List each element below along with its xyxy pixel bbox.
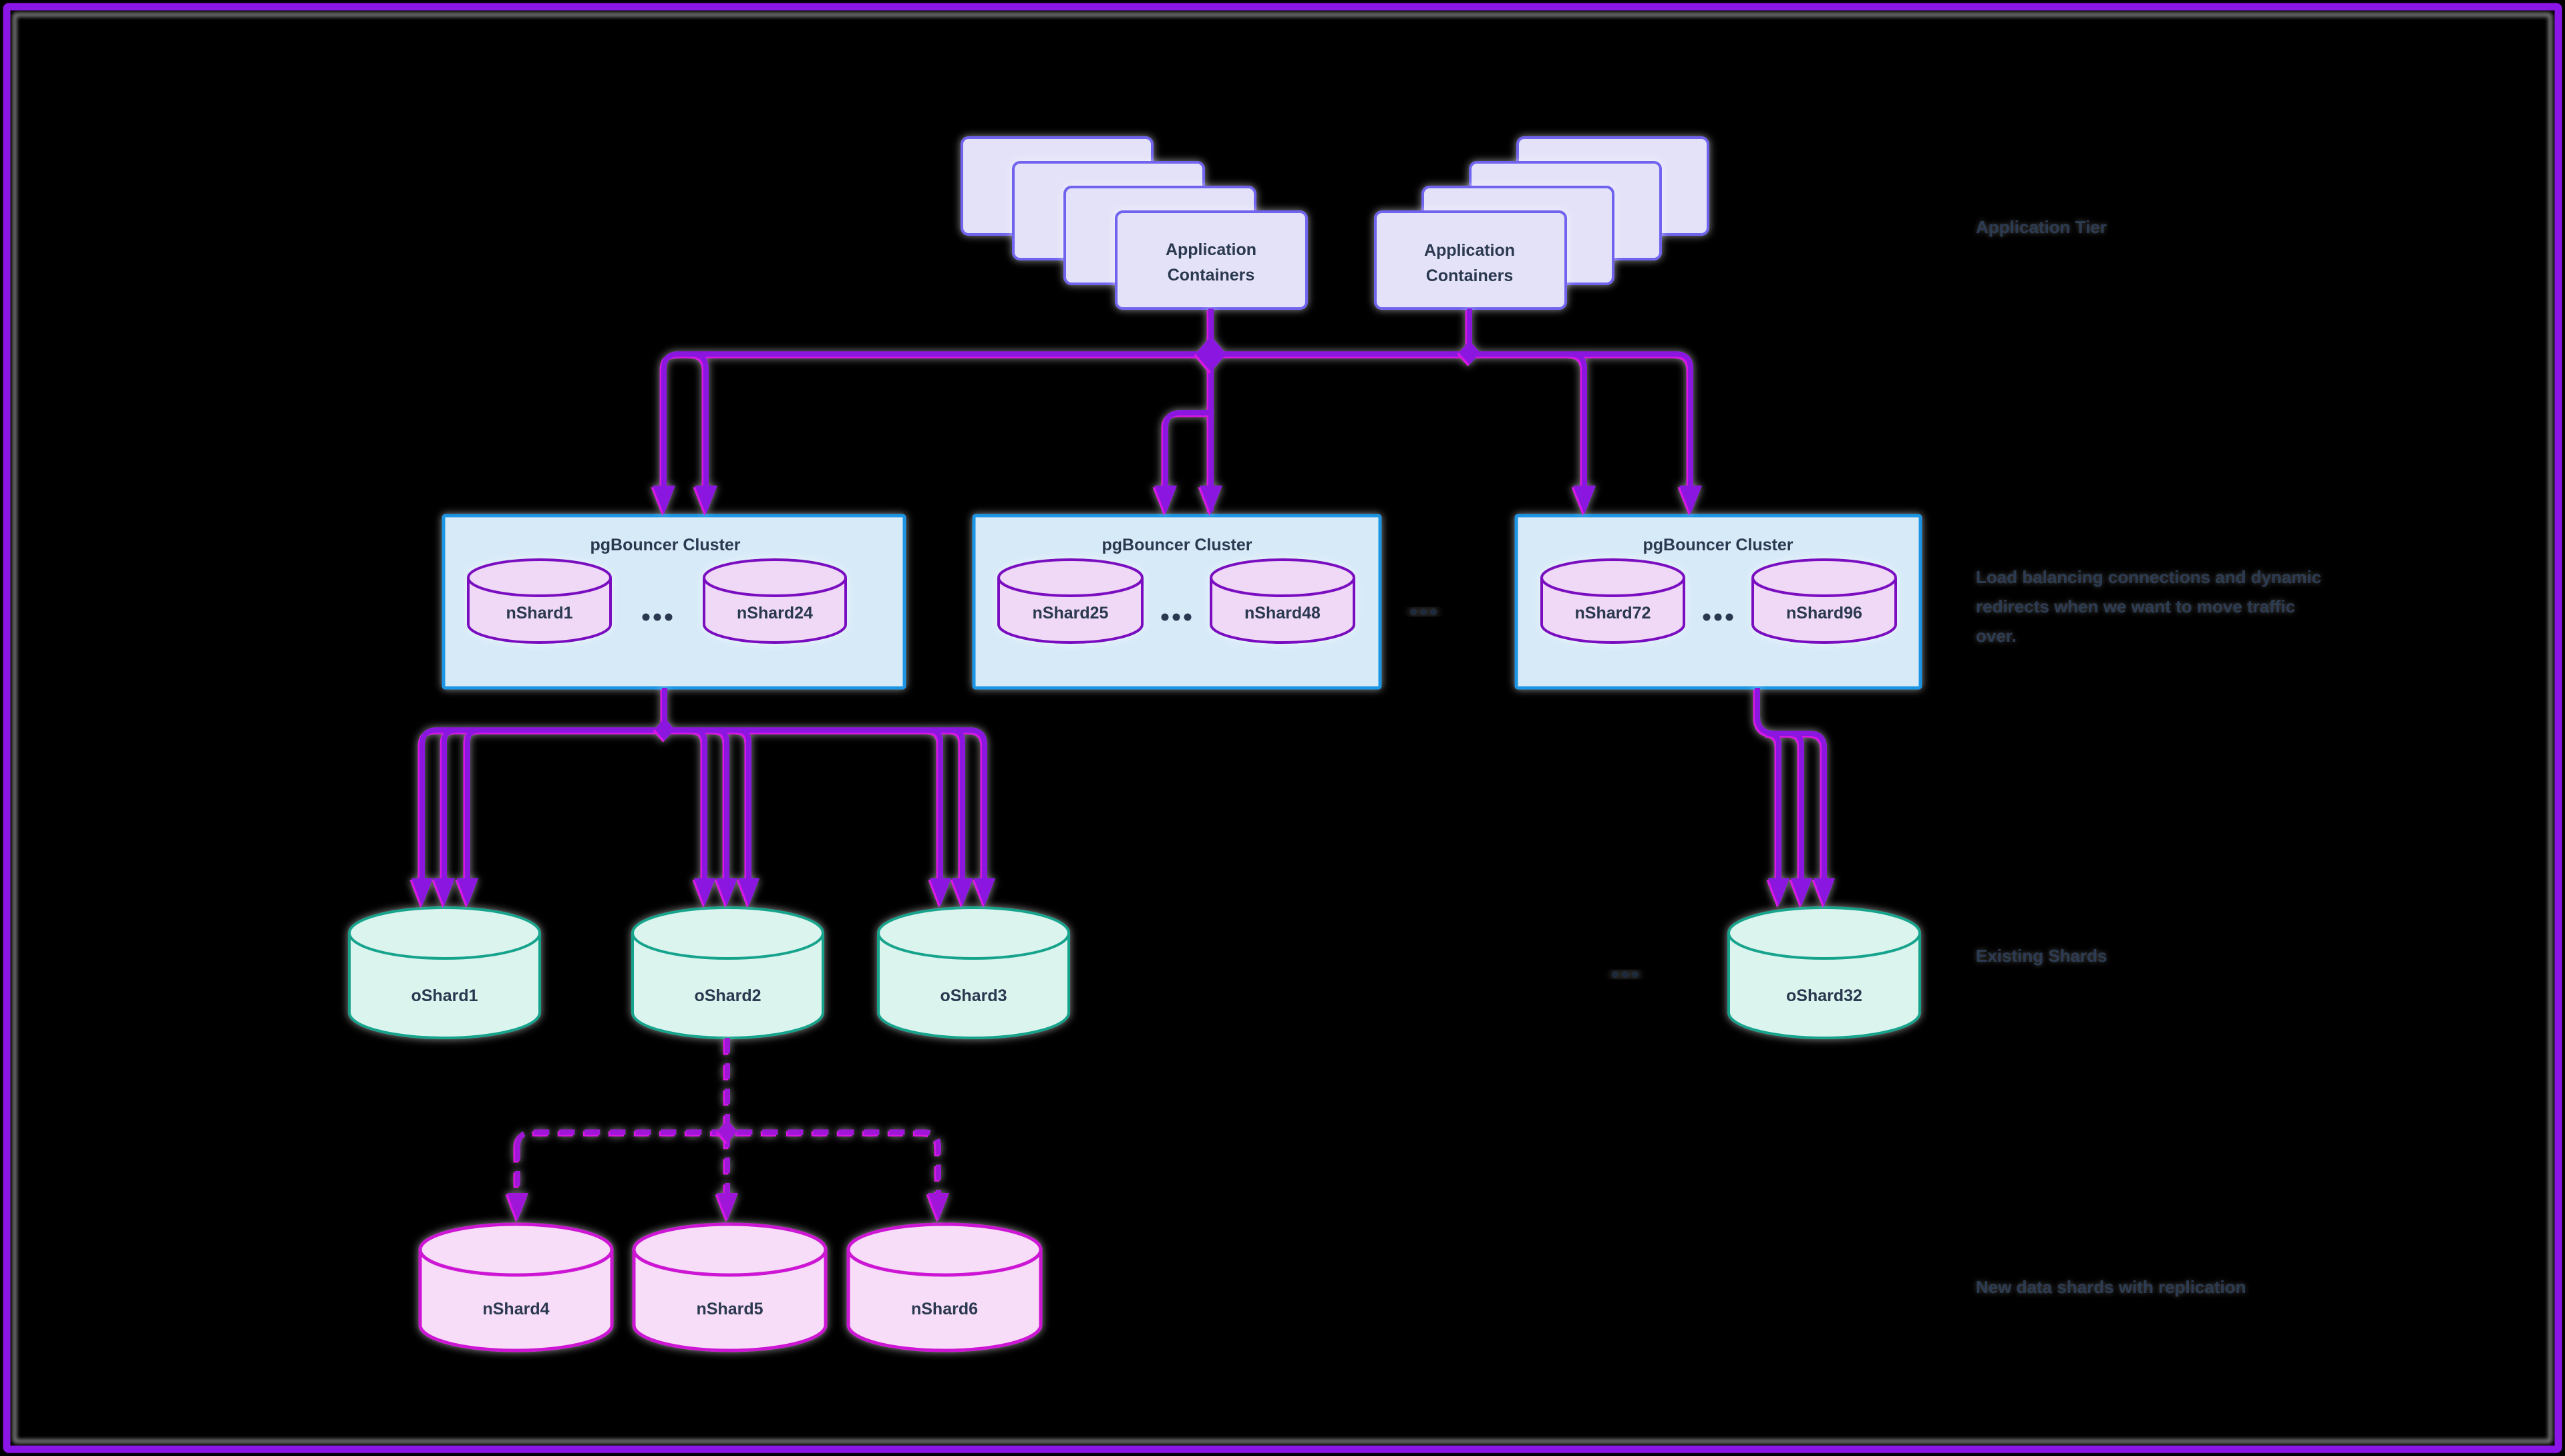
svg-text:over.: over.: [1976, 626, 2017, 646]
svg-text:nShard6: nShard6: [911, 1300, 978, 1318]
svg-text:nShard48: nShard48: [1244, 604, 1321, 622]
svg-text:nShard5: nShard5: [696, 1300, 763, 1318]
svg-text:oShard32: oShard32: [1786, 986, 1862, 1005]
svg-text:oShard2: oShard2: [694, 986, 761, 1005]
svg-text:redirects when we want to move: redirects when we want to move traffic: [1976, 596, 2295, 616]
svg-text:pgBouncer Cluster: pgBouncer Cluster: [1643, 536, 1793, 554]
svg-text:oShard1: oShard1: [411, 986, 478, 1005]
svg-text:Application: Application: [1166, 240, 1256, 259]
svg-text:pgBouncer Cluster: pgBouncer Cluster: [590, 536, 740, 554]
svg-text:Existing Shards: Existing Shards: [1976, 946, 2107, 966]
svg-text:pgBouncer Cluster: pgBouncer Cluster: [1101, 536, 1252, 554]
svg-text:nShard24: nShard24: [737, 604, 813, 622]
svg-text:New data shards with replicati: New data shards with replication: [1976, 1277, 2246, 1297]
svg-text:Application Tier: Application Tier: [1976, 217, 2107, 237]
svg-text:nShard1: nShard1: [506, 604, 572, 622]
svg-text:oShard3: oShard3: [940, 986, 1007, 1005]
svg-text:nShard4: nShard4: [482, 1300, 549, 1318]
svg-text:nShard96: nShard96: [1786, 604, 1862, 622]
svg-text:Containers: Containers: [1168, 266, 1255, 285]
svg-text:nShard72: nShard72: [1575, 604, 1651, 622]
svg-text:nShard25: nShard25: [1033, 604, 1109, 622]
svg-text:Load balancing connections and: Load balancing connections and dynamic: [1976, 567, 2321, 587]
svg-text:Application: Application: [1424, 241, 1515, 260]
svg-text:Containers: Containers: [1426, 266, 1514, 285]
